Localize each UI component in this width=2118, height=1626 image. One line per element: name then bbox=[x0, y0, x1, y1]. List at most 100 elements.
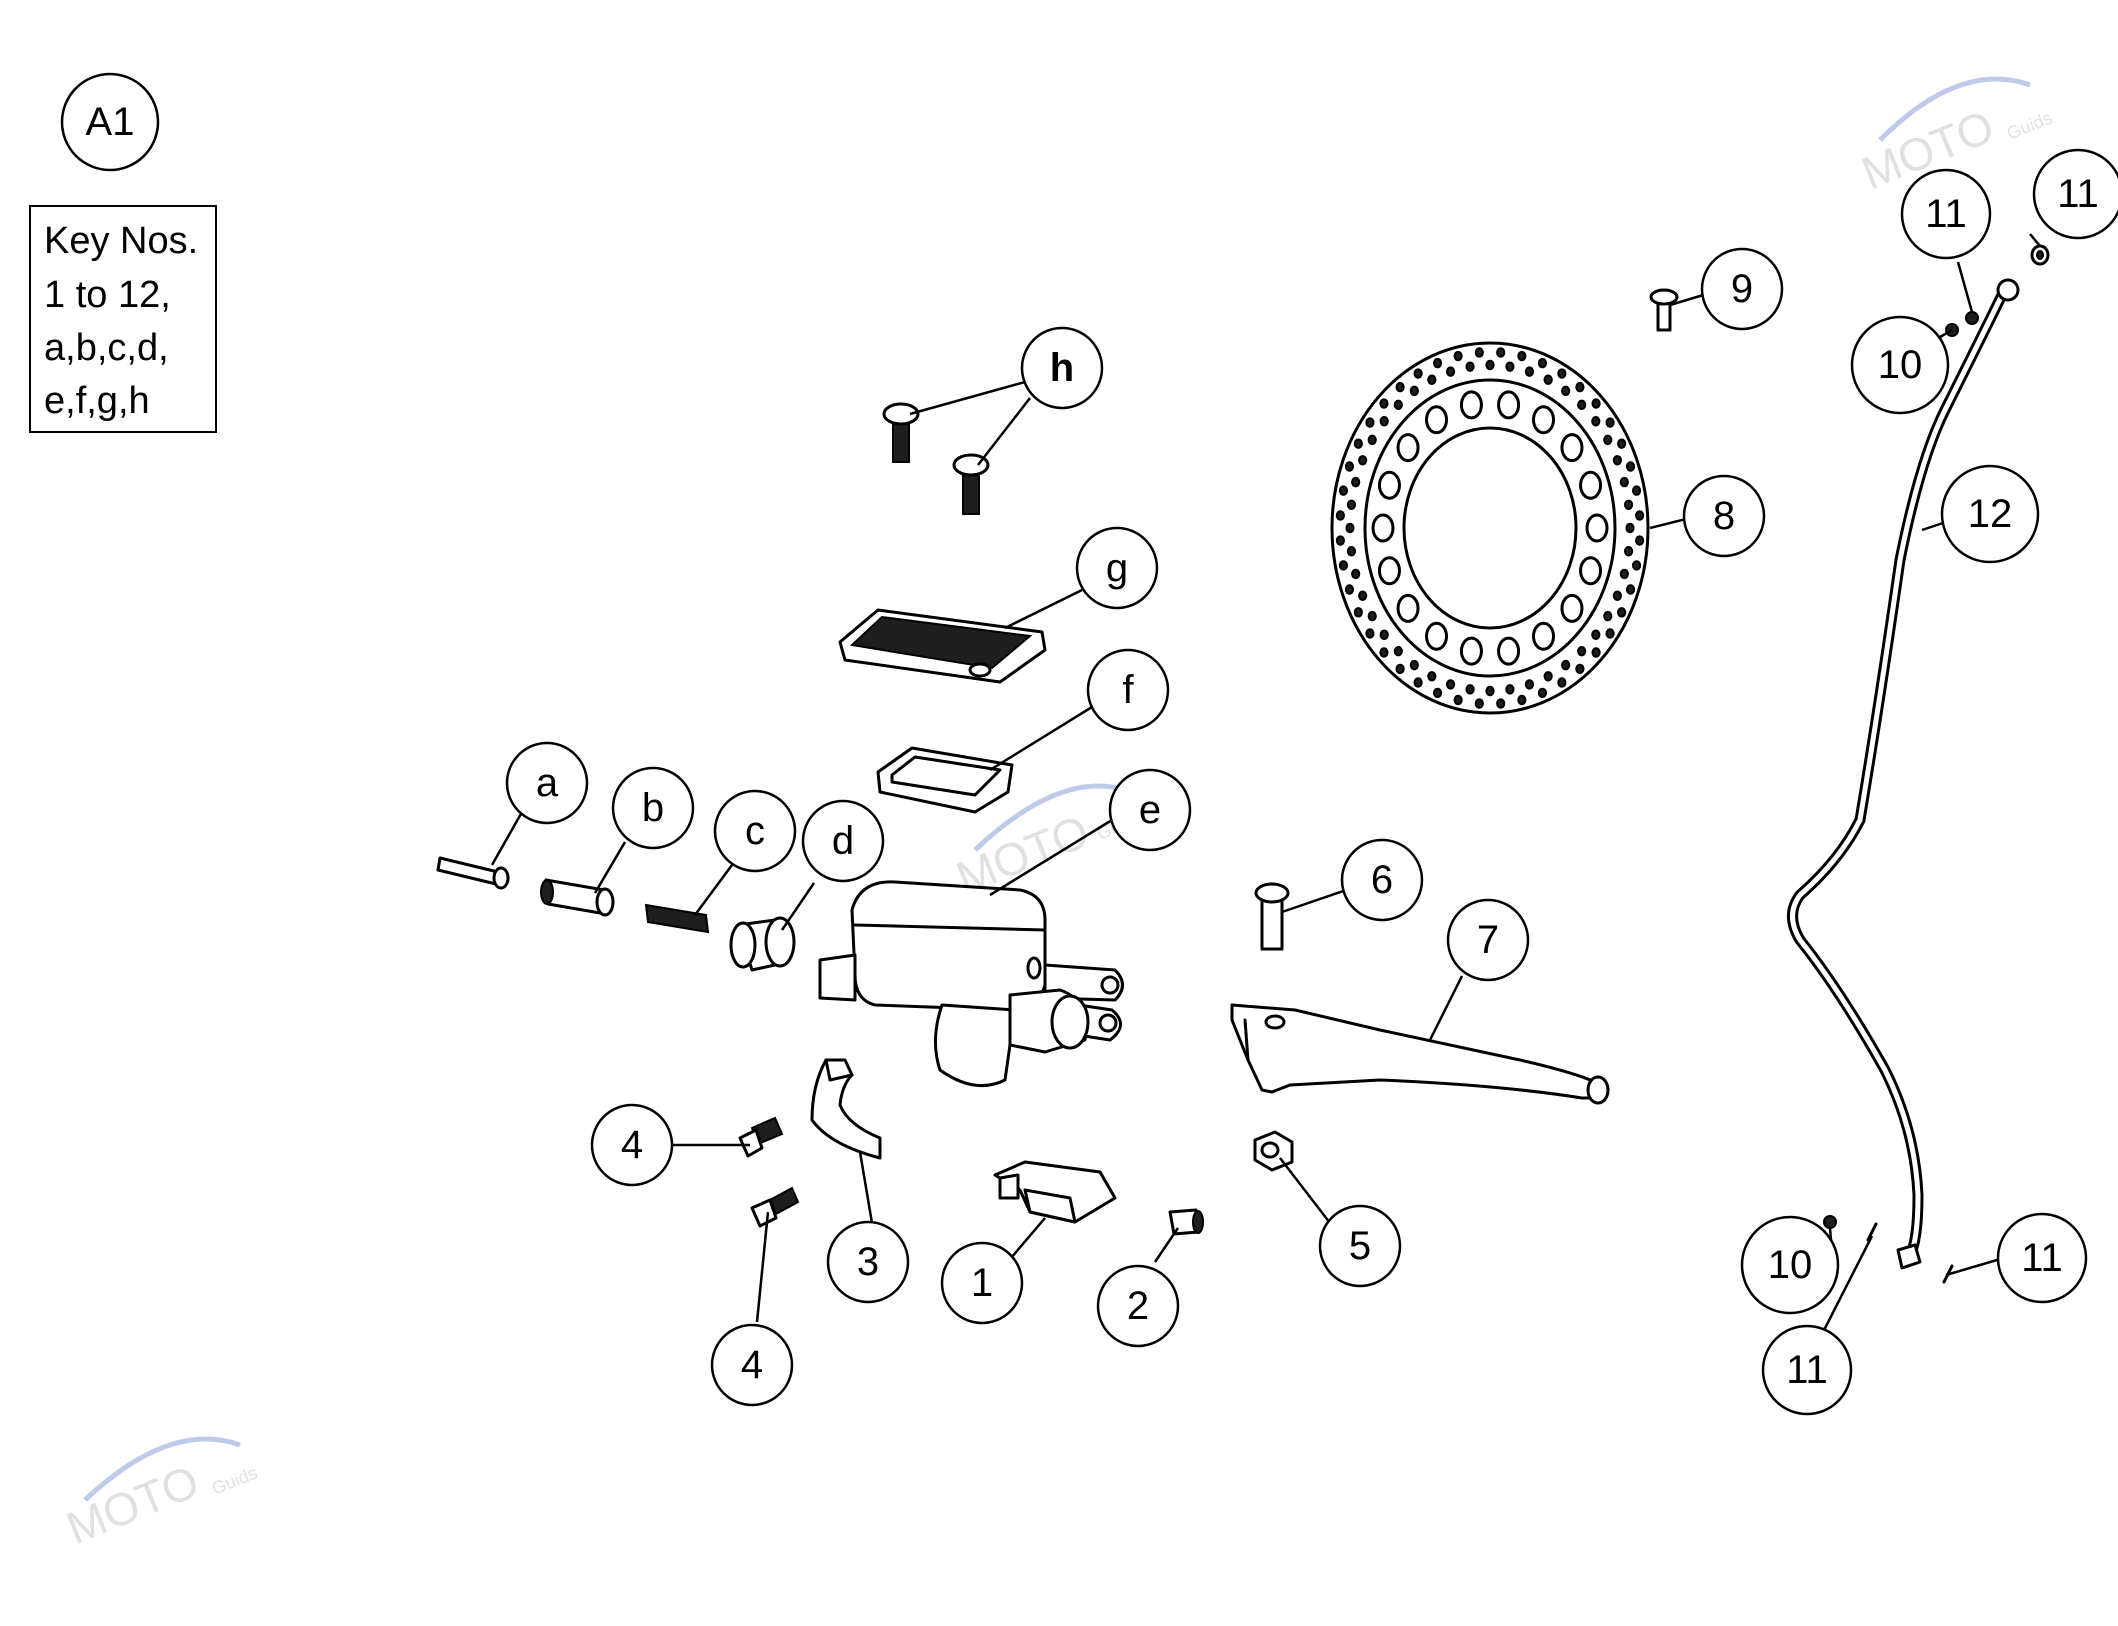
svg-text:11: 11 bbox=[1925, 192, 1967, 236]
part-d-bushing bbox=[729, 916, 796, 972]
disc-vent-hole bbox=[1432, 357, 1443, 369]
disc-vent-hole bbox=[1351, 568, 1361, 580]
disc-mount-hole bbox=[1377, 470, 1401, 500]
svg-text:12: 12 bbox=[1968, 492, 2013, 536]
disc-vent-hole bbox=[1335, 535, 1345, 546]
callout-f: f bbox=[1086, 648, 1170, 732]
svg-text:h: h bbox=[1050, 346, 1074, 390]
svg-text:d: d bbox=[832, 819, 854, 863]
disc-vent-hole bbox=[1496, 347, 1506, 358]
part-e-master-cylinder bbox=[818, 880, 1124, 1088]
disc-vent-hole bbox=[1409, 385, 1419, 397]
disc-vent-hole bbox=[1345, 522, 1355, 534]
part-7-brake-lever bbox=[1230, 1003, 1610, 1105]
disc-vent-hole bbox=[1485, 685, 1495, 697]
disc-vent-hole bbox=[1395, 663, 1405, 675]
disc-vent-hole bbox=[1427, 671, 1437, 682]
key-line-3: a,b,c,d, bbox=[44, 327, 169, 369]
svg-text:Guids: Guids bbox=[2004, 108, 2055, 144]
callout-4-lower: 4 bbox=[710, 1323, 794, 1407]
disc-vent-hole bbox=[1603, 434, 1613, 446]
callout-4-upper: 4 bbox=[590, 1103, 674, 1187]
part-8-brake-disc bbox=[1330, 341, 1650, 715]
disc-vent-hole bbox=[1575, 381, 1585, 393]
disc-vent-hole bbox=[1524, 679, 1535, 690]
part-12-brake-pipe bbox=[1787, 278, 2020, 1270]
disc-mount-hole bbox=[1497, 636, 1521, 666]
disc-vent-hole bbox=[1561, 659, 1571, 671]
callout-11-bottom-right: 11 bbox=[1996, 1212, 2088, 1304]
key-line-1: Key Nos. bbox=[44, 220, 198, 262]
disc-vent-hole bbox=[1605, 417, 1615, 428]
disc-vent-hole bbox=[1474, 698, 1484, 709]
svg-text:4: 4 bbox=[621, 1123, 643, 1167]
part-9-disc-bolt bbox=[1649, 288, 1679, 332]
svg-text:4: 4 bbox=[741, 1343, 763, 1387]
disc-vent-hole bbox=[1619, 476, 1629, 488]
disc-vent-hole bbox=[1543, 374, 1553, 385]
svg-text:b: b bbox=[642, 786, 664, 830]
disc-vent-hole bbox=[1465, 361, 1475, 372]
disc-vent-hole bbox=[1623, 499, 1634, 511]
disc-vent-hole bbox=[1625, 584, 1636, 595]
disc-vent-hole bbox=[1591, 416, 1601, 427]
svg-text:7: 7 bbox=[1477, 918, 1499, 962]
disc-mount-hole bbox=[1459, 636, 1483, 666]
disc-vent-hole bbox=[1427, 374, 1437, 385]
disc-mount-hole bbox=[1585, 513, 1609, 543]
disc-vent-hole bbox=[1543, 671, 1553, 682]
disc-vent-hole bbox=[1365, 628, 1375, 639]
svg-text:8: 8 bbox=[1713, 494, 1735, 538]
disc-ventilation-holes bbox=[1335, 347, 1645, 709]
part-g-cover bbox=[838, 608, 1047, 684]
disc-vent-hole bbox=[1338, 560, 1349, 571]
disc-vent-hole bbox=[1358, 590, 1368, 601]
callout-10-top: 10 bbox=[1850, 315, 1950, 415]
svg-text:c: c bbox=[745, 809, 765, 853]
svg-text:f: f bbox=[1122, 668, 1134, 712]
disc-vent-hole bbox=[1453, 694, 1463, 706]
disc-vent-hole bbox=[1603, 610, 1613, 622]
disc-vent-hole bbox=[1353, 607, 1363, 618]
disc-vent-hole bbox=[1631, 560, 1642, 571]
part-h-screws bbox=[882, 402, 990, 515]
disc-mount-hole bbox=[1497, 390, 1521, 420]
disc-vent-hole bbox=[1338, 485, 1349, 496]
callout-7: 7 bbox=[1446, 898, 1530, 982]
disc-vent-hole bbox=[1393, 645, 1403, 657]
disc-vent-hole bbox=[1496, 698, 1506, 709]
disc-mount-hole bbox=[1560, 433, 1584, 463]
callout-g: g bbox=[1075, 526, 1159, 610]
disc-vent-hole bbox=[1485, 359, 1495, 371]
key-numbers-box: Key Nos. 1 to 12, a,b,c,d, e,f,g,h bbox=[29, 205, 217, 433]
disc-vent-hole bbox=[1474, 347, 1484, 358]
key-line-4: e,f,g,h bbox=[44, 380, 150, 422]
disc-vent-hole bbox=[1379, 398, 1389, 409]
disc-mount-hole bbox=[1579, 470, 1603, 500]
svg-text:e: e bbox=[1139, 788, 1161, 832]
svg-text:2: 2 bbox=[1127, 1284, 1149, 1328]
disc-vent-hole bbox=[1505, 684, 1515, 695]
callout-5: 5 bbox=[1318, 1204, 1402, 1288]
disc-vent-hole bbox=[1432, 687, 1443, 699]
disc-vent-hole bbox=[1517, 350, 1527, 362]
disc-vent-hole bbox=[1346, 499, 1357, 511]
callout-2: 2 bbox=[1096, 1264, 1180, 1348]
disc-vent-hole bbox=[1605, 628, 1615, 639]
diagram-id-badge: A1 bbox=[60, 72, 160, 172]
disc-mount-hole bbox=[1532, 621, 1555, 651]
disc-vent-hole bbox=[1537, 357, 1548, 369]
disc-mount-hole bbox=[1396, 593, 1420, 623]
key-line-2: 1 to 12, bbox=[44, 274, 171, 316]
callout-12: 12 bbox=[1940, 464, 2040, 564]
disc-vent-hole bbox=[1365, 417, 1375, 428]
disc-mount-hole bbox=[1425, 405, 1448, 435]
disc-vent-hole bbox=[1617, 607, 1627, 618]
disc-vent-hole bbox=[1465, 684, 1475, 695]
disc-vent-hole bbox=[1591, 398, 1601, 409]
disc-vent-hole bbox=[1358, 455, 1368, 466]
disc-mount-hole bbox=[1371, 513, 1395, 543]
part-3-clamp bbox=[810, 1058, 882, 1160]
svg-text:11: 11 bbox=[2057, 172, 2099, 216]
